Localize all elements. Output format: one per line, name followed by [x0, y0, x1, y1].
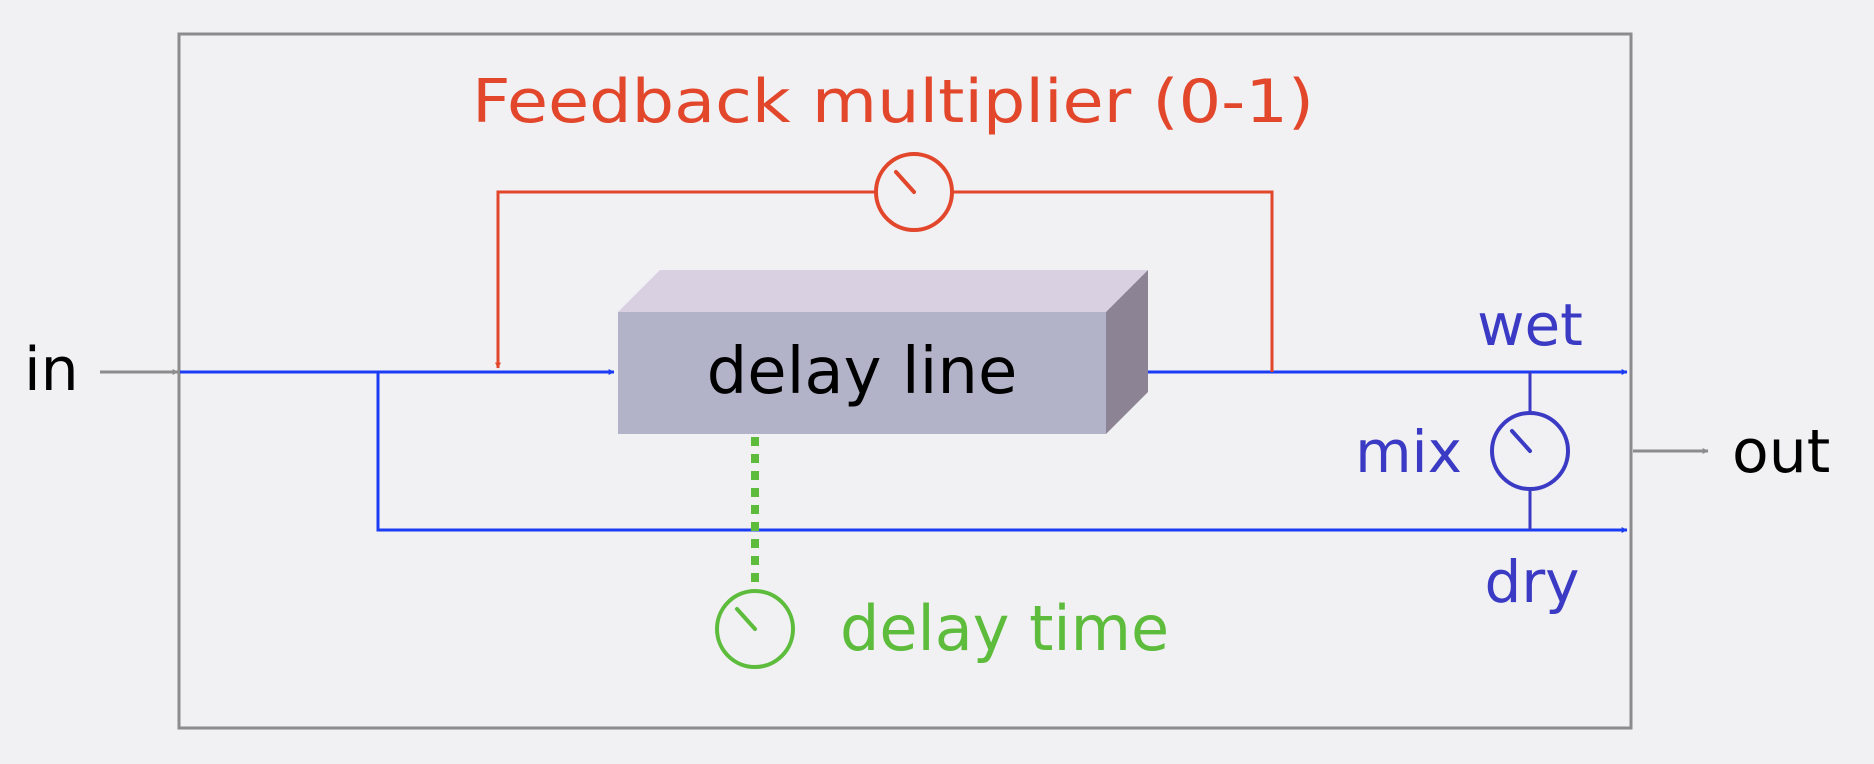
delay-line-label: delay line: [707, 335, 1018, 409]
output-label: out: [1732, 417, 1830, 487]
input-label: in: [24, 335, 79, 405]
delay-time-label: delay time: [840, 592, 1169, 665]
feedback-label: Feedback multiplier (0-1): [472, 67, 1314, 137]
effect-frame: [177, 32, 1633, 730]
delay-line-front-face: [618, 312, 1106, 434]
feedback-knob-icon[interactable]: [874, 152, 954, 232]
dry-label: dry: [1485, 548, 1580, 616]
delay-line-top-face: [618, 270, 1148, 312]
mix-label: mix: [1355, 418, 1462, 486]
delay-line-block: [618, 270, 1148, 434]
delay-line-side-face: [1106, 270, 1148, 434]
wet-label: wet: [1477, 291, 1583, 359]
mix-knob-icon[interactable]: [1490, 411, 1570, 491]
dry-path: [376, 372, 1628, 533]
delay-time-knob-icon[interactable]: [715, 589, 795, 669]
